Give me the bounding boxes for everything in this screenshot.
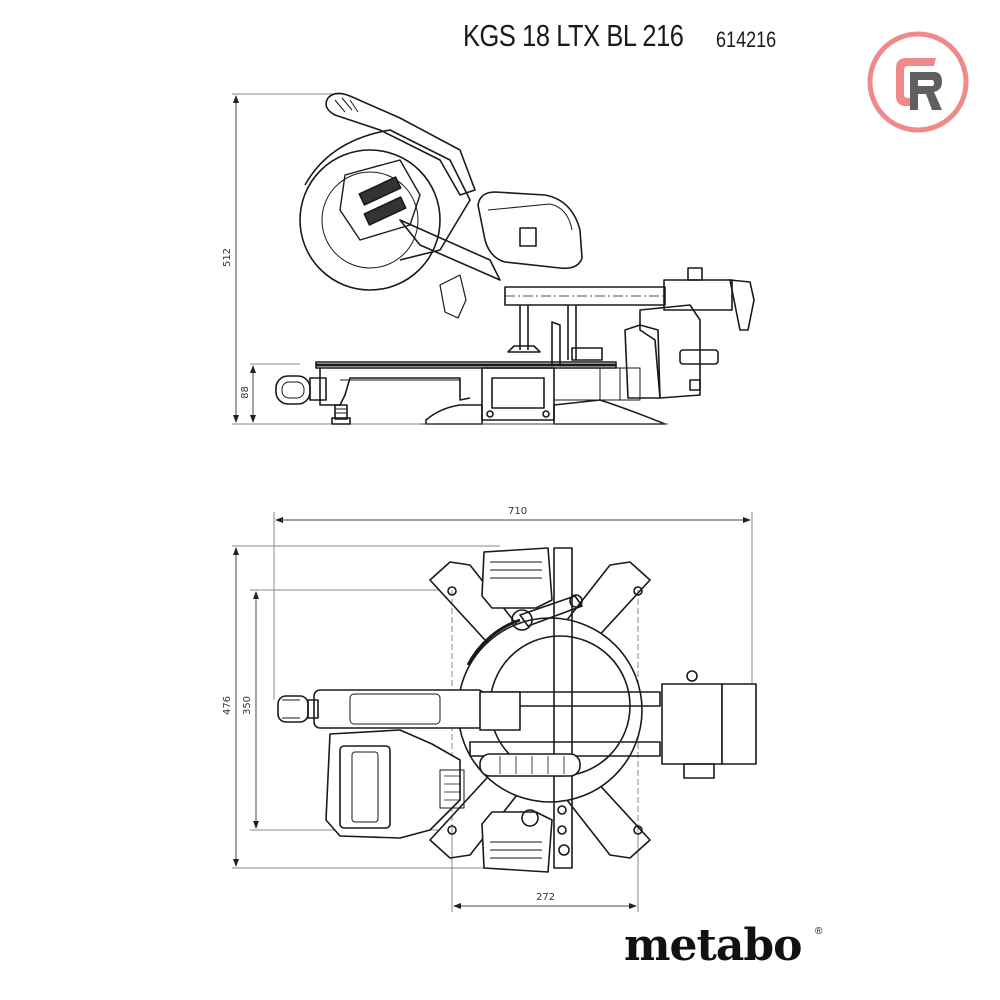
dim-base-height: 88	[239, 386, 251, 399]
dim-overall-height: 512	[222, 247, 234, 268]
model-title: KGS 18 LTX BL 216	[463, 18, 684, 53]
dim-overall-depth: 476	[222, 695, 234, 716]
top-view-saw	[277, 547, 757, 873]
dim-overall-length: 710	[508, 506, 528, 517]
side-view-saw	[275, 92, 755, 425]
article-number: 614216	[716, 27, 777, 52]
cr-circle-logo-icon	[867, 31, 969, 133]
dim-inner-depth: 350	[242, 695, 254, 716]
metabo-logo: metabo	[624, 920, 802, 971]
dim-base-width: 272	[536, 892, 556, 903]
registered-mark: ®	[815, 926, 823, 937]
side-view-dimensions	[232, 93, 440, 425]
